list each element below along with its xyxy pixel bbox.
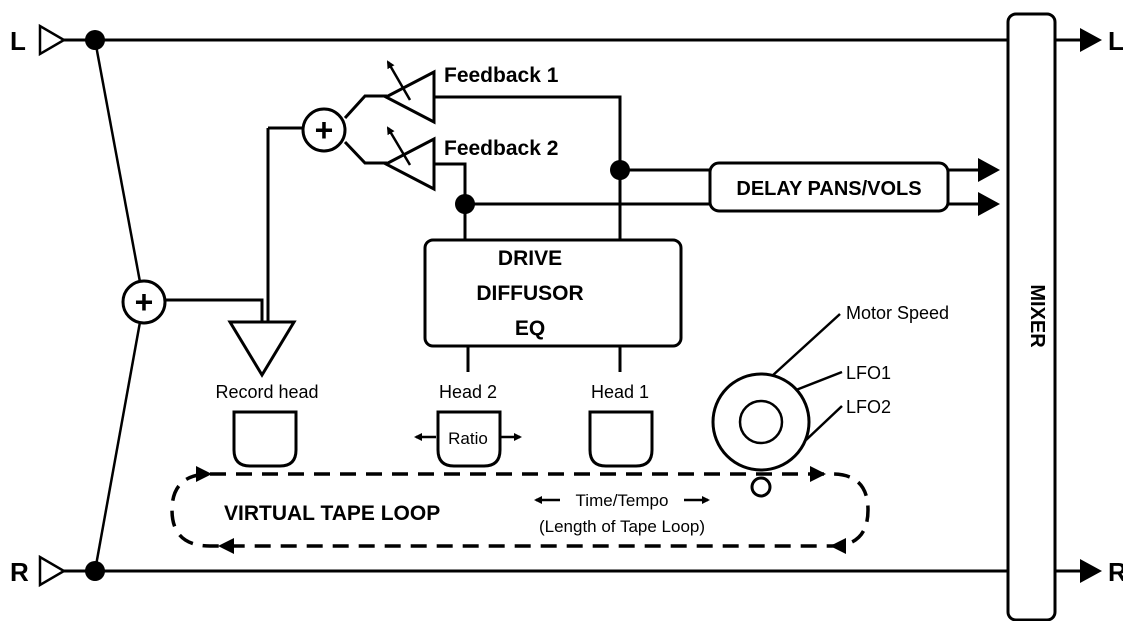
head-1-shape	[588, 410, 654, 468]
pans-out-bottom-arrow	[978, 192, 1000, 216]
motor-speed-leader	[771, 313, 841, 377]
motor-inner-circle	[738, 399, 784, 445]
tape-loop-title: VIRTUAL TAPE LOOP	[224, 502, 440, 525]
fb1-path	[434, 95, 622, 240]
motor-speed-label: Motor Speed	[846, 303, 949, 323]
record-head-label: Record head	[215, 382, 318, 402]
output-left-arrow	[1080, 28, 1102, 52]
input-right-label: R	[10, 557, 29, 587]
tape-arrow-bottom-right	[830, 538, 846, 554]
delay-pans-vols-label: DELAY PANS/VOLS	[736, 178, 921, 200]
input-left-triangle	[38, 23, 67, 57]
mixer-label: MIXER	[1026, 284, 1048, 348]
processing-box	[423, 238, 683, 348]
processing-eq: EQ	[515, 317, 545, 340]
time-tempo-label: Time/Tempo	[576, 491, 669, 510]
feedback-summer-symbol: +	[315, 112, 334, 148]
feedback-2-label: Feedback 2	[444, 137, 558, 160]
pinch-roller	[750, 476, 772, 498]
tape-arrow-top-right	[810, 466, 826, 482]
feedback-1-label: Feedback 1	[444, 64, 559, 87]
output-left-label: L	[1108, 26, 1123, 56]
feedback-1-knob-arrow	[386, 60, 412, 101]
tape-arrow-bottom-left	[218, 538, 234, 554]
head-1-label: Head 1	[591, 382, 649, 402]
tape-arrow-top-left	[196, 466, 212, 482]
feedback-1-triangle	[382, 69, 436, 125]
pans-out-top-arrow	[978, 158, 1000, 182]
record-head-shape	[232, 410, 298, 468]
output-right-arrow	[1080, 559, 1102, 583]
right-to-sum-line	[93, 321, 142, 572]
fb1-return-line	[343, 94, 387, 120]
input-right-triangle	[38, 554, 67, 588]
lfo2-label: LFO2	[846, 397, 891, 417]
input-summer	[121, 279, 167, 325]
feedback-2-knob-arrow	[386, 126, 412, 166]
record-amp-triangle	[227, 320, 297, 378]
output-right-label: R	[1108, 557, 1123, 587]
processing-diffusor: DIFFUSOR	[476, 282, 583, 305]
lfo1-label: LFO1	[846, 363, 891, 383]
processing-drive: DRIVE	[498, 247, 562, 270]
left-to-sum-line	[93, 39, 142, 283]
lfo2-leader	[805, 405, 843, 441]
mixer-box	[1006, 12, 1057, 621]
sum-to-record-line	[165, 298, 264, 322]
input-left-label: L	[10, 26, 26, 56]
fb2-path	[434, 162, 467, 240]
delay-pans-vols-box	[708, 161, 950, 213]
input-summer-symbol: +	[135, 284, 154, 320]
tape-length-label: (Length of Tape Loop)	[539, 517, 705, 536]
ratio-label: Ratio	[448, 429, 488, 448]
feedback-summer	[301, 107, 347, 153]
head-2-label: Head 2	[439, 382, 497, 402]
lfo1-leader	[795, 370, 843, 392]
fb2-return-line	[343, 140, 387, 165]
head-2-shape	[436, 410, 502, 468]
